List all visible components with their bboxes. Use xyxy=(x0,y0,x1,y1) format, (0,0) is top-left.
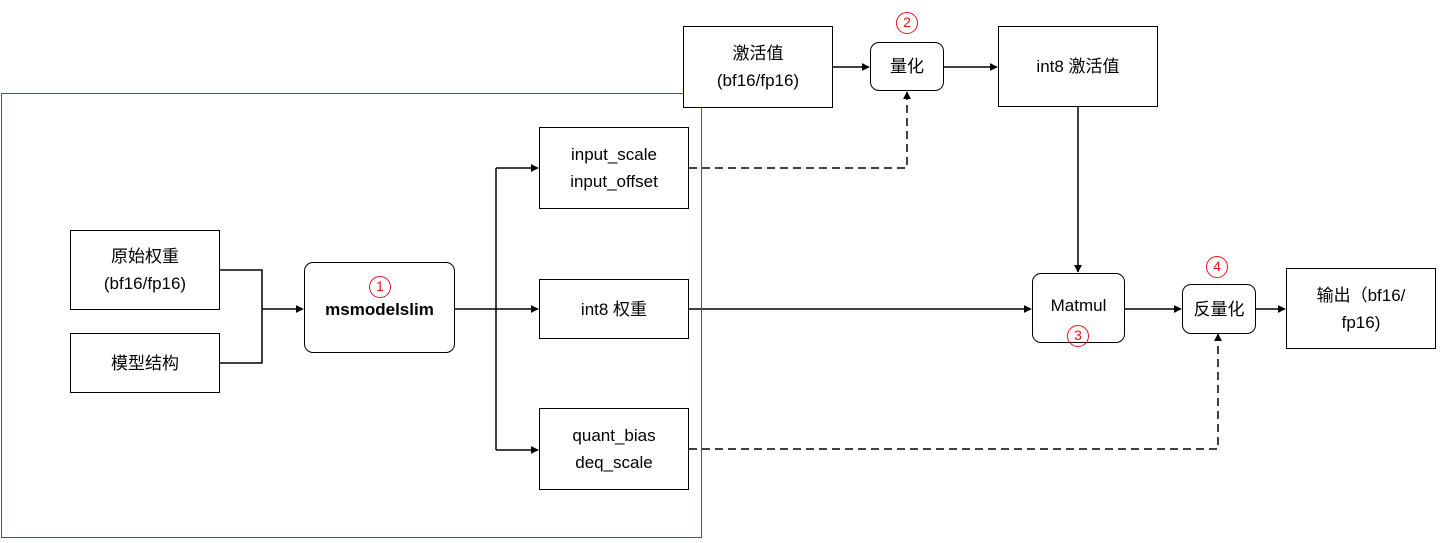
step-marker-3: 3 xyxy=(1067,325,1089,347)
node-int8-weight-label: int8 权重 xyxy=(580,299,648,319)
edge-orig-weight-to-msmodelslim xyxy=(220,269,263,309)
node-model-struct: 模型结构 xyxy=(70,333,220,393)
step-marker-4: 4 xyxy=(1206,256,1228,278)
node-activation: 激活值 (bf16/fp16) xyxy=(683,26,833,108)
node-dequantize-label: 反量化 xyxy=(1193,299,1245,319)
node-input-params: input_scale input_offset xyxy=(539,127,689,209)
node-orig-weight: 原始权重 (bf16/fp16) xyxy=(70,230,220,310)
node-int8-weight: int8 权重 xyxy=(539,279,689,339)
node-dequantize: 反量化 xyxy=(1182,284,1256,334)
node-bias-params-line-1: quant_bias xyxy=(572,426,656,445)
step-marker-1: 1 xyxy=(369,276,391,298)
node-msmodelslim-label: msmodelslim xyxy=(325,300,434,319)
edge-model-struct-to-msmodelslim xyxy=(220,309,263,364)
node-orig-weight-line-1: 原始权重 xyxy=(111,247,179,266)
node-output-line-2: fp16) xyxy=(1341,312,1381,332)
node-orig-weight-line-2: (bf16/fp16) xyxy=(103,274,187,293)
node-activation-line-1: 激活值 xyxy=(732,44,784,63)
node-input-params-line-1: input_scale xyxy=(570,145,657,164)
node-int8-activation: int8 激活值 xyxy=(998,26,1158,107)
step-marker-2: 2 xyxy=(896,12,918,34)
node-output-line-1: 输出（bf16/ xyxy=(1316,285,1406,305)
node-activation-line-2: (bf16/fp16) xyxy=(716,71,800,90)
node-bias-params-line-2: deq_scale xyxy=(575,453,653,472)
node-quantize-label: 量化 xyxy=(890,57,924,76)
node-matmul-label: Matmul xyxy=(1050,295,1107,315)
node-quantize: 量化 xyxy=(870,42,944,91)
node-bias-params: quant_bias deq_scale xyxy=(539,408,689,490)
node-input-params-line-2: input_offset xyxy=(570,172,658,191)
offline-quantization-region xyxy=(1,93,702,538)
edge-bias-params-to-dequantize xyxy=(689,333,1222,450)
node-model-struct-label: 模型结构 xyxy=(111,353,179,373)
node-output: 输出（bf16/ fp16) xyxy=(1286,268,1436,349)
node-int8-activation-label: int8 激活值 xyxy=(1036,57,1120,76)
edge-input-params-to-quantize xyxy=(689,91,911,169)
